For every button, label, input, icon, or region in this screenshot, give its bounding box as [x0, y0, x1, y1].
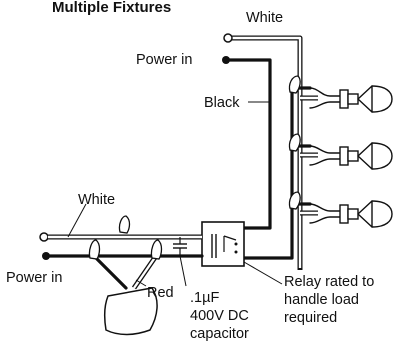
top-white-wire — [232, 35, 318, 271]
switch — [103, 287, 158, 336]
label-white-top: White — [246, 10, 283, 26]
top-white-terminal — [223, 33, 233, 43]
white-left-leader — [67, 203, 87, 238]
left-white-terminal — [39, 232, 49, 242]
fixture-2 — [309, 142, 393, 170]
capacitor — [173, 237, 187, 256]
label-capacitor: capacitor — [190, 326, 249, 342]
fixture-black-feed — [242, 86, 312, 260]
label-black: Black — [204, 95, 240, 111]
red-wire-nut — [150, 239, 163, 260]
fixture-1 — [309, 85, 393, 113]
red-leader — [135, 279, 147, 287]
relay-leader — [243, 261, 283, 285]
white-wire-nut — [118, 215, 131, 234]
label-relay-line2: handle load — [284, 292, 359, 308]
label-relay-line1: Relay rated to — [284, 274, 374, 290]
label-red: Red — [147, 285, 174, 301]
label-relay-line3: required — [284, 310, 337, 326]
top-black-wire — [224, 58, 272, 230]
label-power-in-left: Power in — [6, 270, 62, 286]
fixture-wire-nuts — [288, 75, 301, 210]
label-white-left: White — [78, 192, 115, 208]
fixture-3 — [309, 200, 393, 228]
red-wire — [131, 254, 159, 290]
diagram-title: Multiple Fixtures — [52, 0, 171, 16]
label-capacitor-voltage: 400V DC — [190, 308, 249, 324]
hot-wire-nut — [88, 239, 101, 260]
relay — [201, 221, 245, 267]
label-power-in-top: Power in — [136, 52, 192, 68]
label-capacitor-value: .1µF — [190, 290, 219, 306]
capacitor-leader — [179, 255, 187, 287]
